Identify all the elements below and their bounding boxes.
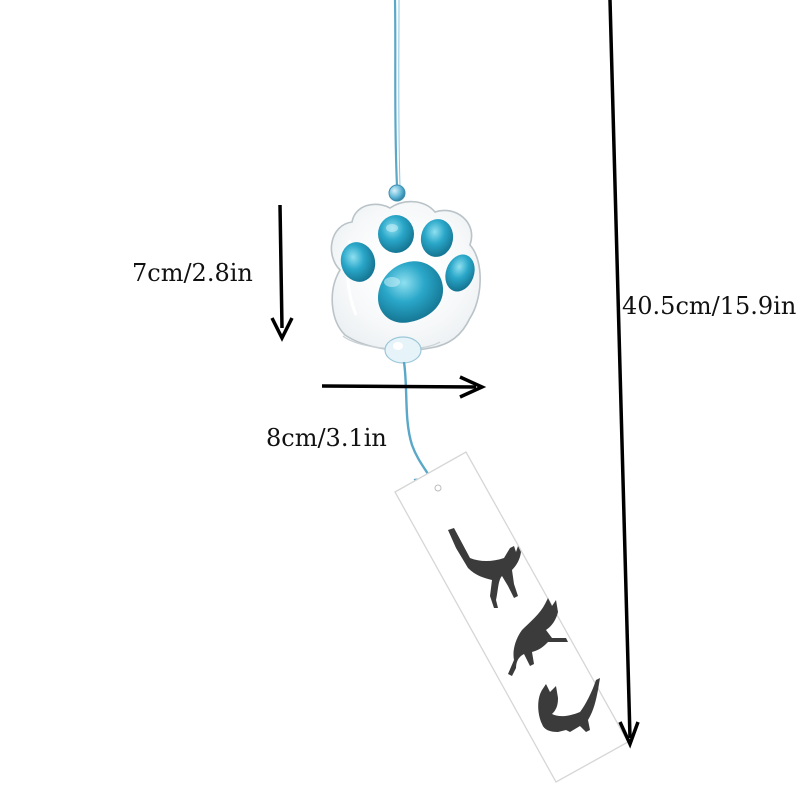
hanging-string-strand	[398, 0, 401, 187]
bell-height-label: 7cm/2.8in	[132, 259, 253, 287]
paper-strip	[394, 451, 629, 783]
paw-toe-4	[445, 254, 475, 292]
cat-silhouette-icon	[448, 528, 600, 732]
hanging-string	[393, 0, 399, 187]
clapper-bead	[384, 336, 422, 364]
paw-print-icon	[340, 215, 475, 323]
paw-main-pad	[378, 261, 444, 323]
total-length-label: 40.5cm/15.9in	[622, 292, 797, 320]
paw-toe-2	[378, 215, 414, 253]
top-bead	[388, 184, 406, 202]
paw-toe-1	[340, 242, 376, 282]
paw-toe-3	[420, 219, 454, 257]
total-length-arrow-icon	[608, 0, 640, 749]
right-arrow-icon	[321, 375, 487, 399]
bell-width-label: 8cm/3.1in	[266, 424, 387, 452]
down-arrow-icon	[270, 204, 294, 342]
